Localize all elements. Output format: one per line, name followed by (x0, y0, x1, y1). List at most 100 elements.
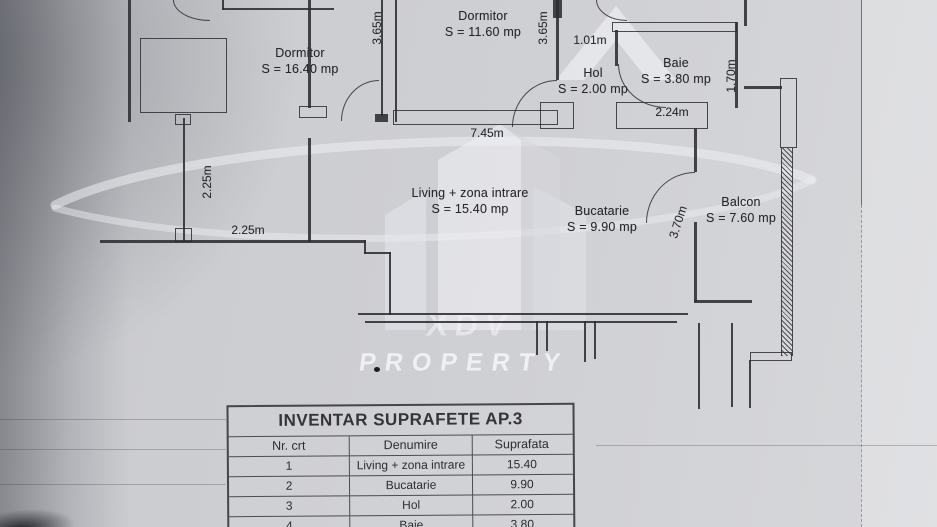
wall (128, 0, 131, 122)
room-name: Living + zona intrare (411, 185, 529, 200)
dimension-label: 2.24m (655, 105, 689, 119)
scan-artifact-line (0, 449, 226, 450)
paper-fold-line-dashed (861, 205, 862, 527)
wall-niche (540, 102, 574, 129)
balcony-glazed-wall (781, 148, 793, 356)
table-header-row: Nr. crt Denumire Suprafata (228, 433, 573, 457)
wall (222, 0, 224, 10)
column-header-nr: Nr. crt (272, 438, 306, 453)
table-title-row: INVENTAR SUPRAFETE AP.3 (228, 405, 572, 436)
table-row: 1 Living + zona intrare 15.40 (228, 453, 573, 477)
wall (308, 138, 311, 242)
cell-nr: 4 (285, 518, 293, 527)
wall-stub (536, 321, 538, 355)
column-header-denumire: Denumire (348, 435, 472, 456)
scan-artifact-line (596, 445, 937, 446)
scan-artifact-line (0, 484, 226, 485)
room-name: Hol (583, 65, 603, 80)
cell-denumire: Living + zona intrare (348, 455, 472, 476)
wall (222, 8, 334, 10)
wall-double (612, 22, 737, 32)
cell-nr: 3 (285, 498, 293, 513)
wall (749, 360, 751, 408)
wall (389, 252, 391, 315)
wall (100, 240, 366, 243)
wall (364, 240, 366, 254)
room-area: S = 16.40 mp (261, 62, 339, 76)
wall-niche (616, 102, 708, 129)
wall-foot (375, 114, 388, 122)
room-area: S = 2.00 mp (558, 82, 628, 96)
room-label-bucatarie: Bucatarie S = 9.90 mp (567, 203, 637, 236)
dimension-label: 2.25m (231, 223, 265, 237)
wall (308, 0, 311, 108)
wall (694, 128, 697, 172)
wall (395, 0, 397, 122)
wall (694, 222, 697, 302)
wall-stub (594, 321, 596, 359)
scan-shadow-top-left (0, 0, 340, 420)
cell-suprafata: 3.80 (472, 514, 572, 527)
room-label-balcon: Balcon S = 7.60 mp (706, 194, 776, 227)
room-area: S = 7.60 mp (706, 211, 776, 225)
room-area: S = 11.60 mp (444, 25, 522, 39)
wall (364, 252, 391, 254)
wall-double (750, 352, 792, 361)
dimension-label: 3.65m (370, 11, 384, 45)
paper-fold-line (861, 0, 862, 205)
wall-stub (698, 323, 700, 409)
wall (365, 321, 677, 323)
wall (744, 0, 747, 26)
window-band (393, 110, 558, 125)
wall (358, 313, 688, 315)
room-label-hol: Hol S = 2.00 mp (558, 65, 628, 98)
scan-artifact-dot (374, 367, 380, 372)
scan-artifact-line (0, 419, 226, 420)
wall-stub (546, 321, 548, 351)
wall (744, 86, 782, 89)
paper-fold-highlight (862, 0, 937, 527)
dimension-label: 2.25m (200, 165, 214, 199)
wall (381, 0, 383, 116)
wall-stub (584, 321, 586, 362)
room-label-living: Living + zona intrare S = 15.40 mp (411, 185, 528, 218)
table-row: 2 Bucatarie 9.90 (228, 473, 574, 497)
dimension-label: 3.65m (536, 11, 550, 45)
room-label-dormitor-2: Dormitor S = 11.60 mp (445, 8, 521, 41)
room-area: S = 3.80 mp (641, 72, 711, 86)
closet-outline (140, 38, 227, 113)
table-row: 3 Hol 2.00 (229, 493, 574, 517)
dimension-label: 7.45m (470, 126, 504, 140)
cell-suprafata: 9.90 (471, 474, 572, 495)
wall (615, 30, 618, 66)
room-name: Bucatarie (574, 203, 630, 218)
wall (183, 118, 185, 242)
cell-nr: 2 (285, 478, 293, 493)
wall-foot (299, 106, 327, 118)
inventory-table: INVENTAR SUPRAFETE AP.3 Nr. crt Denumire… (226, 402, 576, 527)
cell-suprafata: 2.00 (472, 494, 572, 515)
room-label-dormitor-1: Dormitor S = 16.40 mp (261, 45, 338, 78)
cell-denumire: Bucatarie (348, 475, 473, 496)
wall-stub (731, 323, 733, 407)
room-name: Dormitor (275, 45, 325, 60)
column-header-suprafata: Suprafata (471, 434, 571, 455)
cell-denumire: Baie (349, 515, 473, 527)
room-area: S = 9.90 mp (567, 220, 637, 234)
room-name: Dormitor (458, 8, 508, 23)
dimension-label: 1.70m (724, 59, 738, 93)
room-area: S = 15.40 mp (431, 202, 509, 216)
room-name: Balcon (721, 194, 761, 209)
cell-suprafata: 15.40 (471, 454, 571, 475)
watermark-text-property: PROPERTY (357, 348, 571, 377)
room-label-baie: Baie S = 3.80 mp (641, 55, 711, 88)
balcony-window-frame (780, 78, 797, 148)
dimension-label: 1.01m (573, 33, 607, 47)
room-name: Baie (663, 55, 689, 70)
wall (556, 0, 559, 80)
cell-nr: 1 (285, 458, 293, 473)
scan-shadow-left (0, 0, 130, 527)
wall (735, 22, 738, 108)
